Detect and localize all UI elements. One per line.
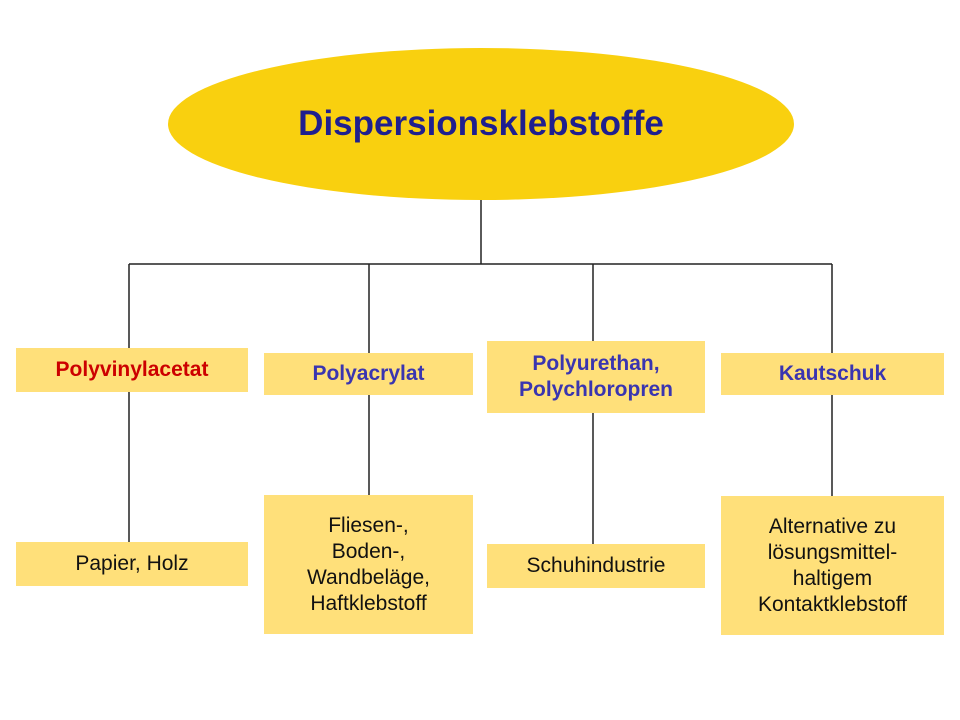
root-title: Dispersionsklebstoffe: [298, 104, 664, 143]
category-label: Polyurethan, Polychloropren: [518, 352, 674, 401]
application-label: Schuhindustrie: [526, 554, 666, 577]
application-schuhindustrie: Schuhindustrie: [487, 544, 705, 588]
category-polyacrylat: Polyacrylat: [264, 353, 473, 395]
category-label: Polyacrylat: [312, 362, 425, 385]
category-polyurethan-polychloropren: Polyurethan, Polychloropren: [487, 341, 705, 413]
category-label: Polyvinylacetat: [55, 358, 209, 381]
root-node: Dispersionsklebstoffe: [168, 48, 794, 200]
category-label: Kautschuk: [778, 362, 887, 385]
application-label: Papier, Holz: [75, 552, 189, 575]
category-kautschuk: Kautschuk: [721, 353, 944, 395]
application-label: Fliesen-, Boden-, Wandbeläge, Haftklebst…: [307, 513, 430, 615]
application-fliesen-boden: Fliesen-, Boden-, Wandbeläge, Haftklebst…: [264, 495, 473, 634]
application-label: Alternative zu lösungsmittel- haltigem K…: [757, 514, 908, 616]
application-papier-holz: Papier, Holz: [16, 542, 248, 586]
application-kontaktklebstoff-alternative: Alternative zu lösungsmittel- haltigem K…: [721, 496, 944, 635]
category-polyvinylacetat: Polyvinylacetat: [16, 348, 248, 392]
